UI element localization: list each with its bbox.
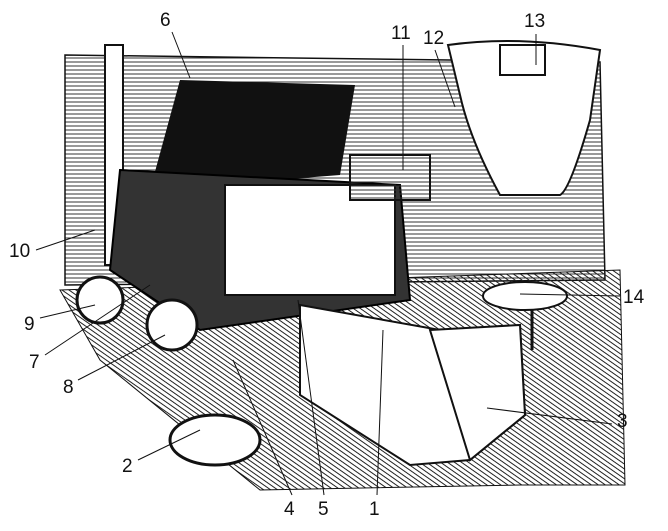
callout-9: 9 bbox=[24, 314, 35, 335]
callout-12: 12 bbox=[423, 28, 445, 49]
callout-leaders bbox=[35, 31, 621, 496]
callout-1: 1 bbox=[369, 499, 380, 520]
callout-11: 11 bbox=[391, 23, 411, 44]
callout-14: 14 bbox=[623, 287, 645, 308]
callout-5: 5 bbox=[318, 499, 329, 520]
callout-4: 4 bbox=[284, 499, 295, 520]
callout-3: 3 bbox=[617, 411, 628, 432]
callout-8: 8 bbox=[63, 377, 74, 398]
callout-10: 10 bbox=[9, 241, 31, 262]
callout-2: 2 bbox=[122, 456, 133, 477]
callout-7: 7 bbox=[29, 352, 40, 373]
callout-13: 13 bbox=[524, 11, 546, 32]
callout-6: 6 bbox=[160, 10, 171, 31]
